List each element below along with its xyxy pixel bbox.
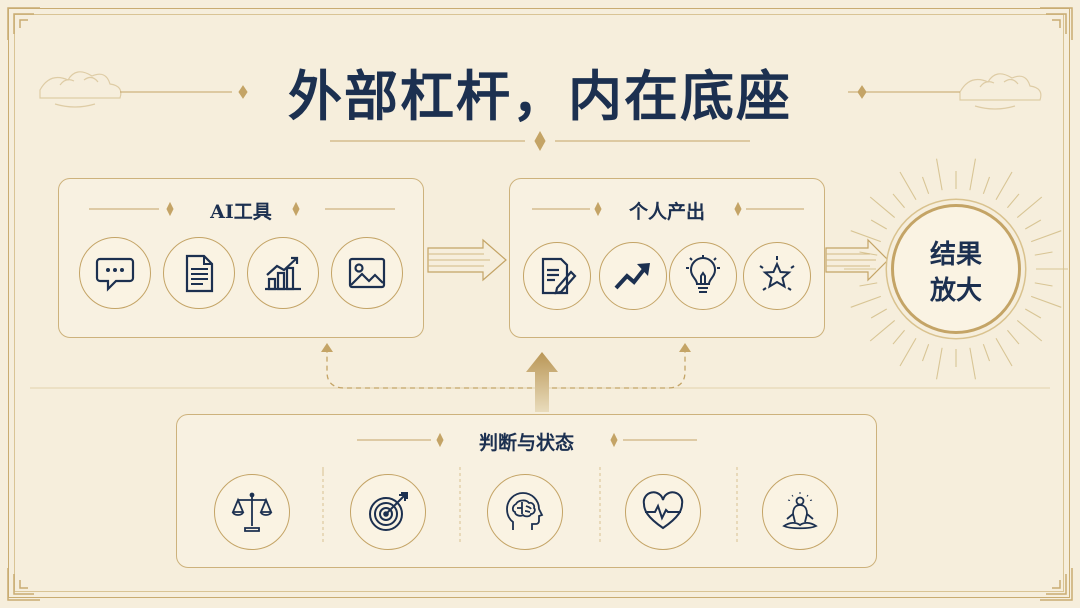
sunburst-ray (892, 329, 905, 345)
judgment-state-label: 判断与状态 (478, 432, 574, 454)
sunburst-ray (1016, 320, 1043, 342)
sunburst-ray (1025, 308, 1042, 319)
sunburst-ray (982, 176, 991, 195)
sunburst-ray (995, 171, 1013, 200)
brain-head-icon (487, 474, 563, 550)
document-edit-icon (523, 242, 591, 310)
sunburst-ray (870, 308, 887, 319)
sunburst-ray (859, 282, 878, 287)
sunburst-ray (1030, 230, 1062, 243)
icon-dividers (322, 467, 738, 545)
sunburst-ray (870, 219, 887, 230)
personal-output-panel: 个人产出 (509, 178, 825, 338)
sunburst-ray (869, 196, 896, 218)
sunburst-ray (1016, 196, 1043, 218)
sunburst-ray (921, 343, 930, 362)
star-badge-icon (743, 242, 811, 310)
sunburst-ray (1007, 193, 1020, 209)
sunburst-ray (850, 295, 882, 308)
sunburst-ray (1025, 219, 1042, 230)
target-icon (350, 474, 426, 550)
result-text: 结果 放大 (894, 237, 1018, 309)
panel-title-ornament (532, 201, 804, 217)
sunburst-ray (899, 338, 917, 367)
chat-bubble-icon (79, 237, 151, 309)
document-icon (163, 237, 235, 309)
sunburst-ray (1034, 282, 1053, 287)
personal-output-label: 个人产出 (628, 201, 705, 223)
sunburst-ray (899, 171, 917, 200)
sunburst-ray (969, 158, 976, 191)
sunburst-ray (936, 158, 943, 191)
sunburst-ray (1034, 251, 1053, 256)
page-title: 外部杠杆，内在底座 (288, 64, 792, 128)
image-icon (331, 237, 403, 309)
sunburst-ray (921, 176, 930, 195)
sunburst-ray (892, 193, 905, 209)
result-line-1: 结果 (929, 240, 982, 270)
sunburst-ray (995, 338, 1013, 367)
scales-icon (214, 474, 290, 550)
sunburst-ray (1007, 329, 1020, 345)
meditation-icon (762, 474, 838, 550)
sunburst-ray (936, 347, 943, 380)
heart-pulse-icon (625, 474, 701, 550)
sunburst-ray (982, 343, 991, 362)
ai-tools-label: AI工具 (210, 201, 272, 223)
result-line-2: 放大 (929, 276, 982, 306)
ai-tools-panel: AI工具 (58, 178, 424, 338)
sunburst-ray (969, 347, 976, 380)
lightbulb-icon (669, 242, 737, 310)
panel-title-ornament (89, 201, 395, 217)
trend-up-arrow-icon (599, 242, 667, 310)
judgment-state-panel: 判断与状态 (176, 414, 877, 568)
bar-chart-growth-icon (247, 237, 319, 309)
result-circle: 结果 放大 (891, 204, 1021, 334)
sunburst-ray (869, 320, 896, 342)
sunburst-ray (1030, 295, 1062, 308)
panel-title-ornament (322, 432, 697, 475)
sunburst-ray (850, 230, 882, 243)
